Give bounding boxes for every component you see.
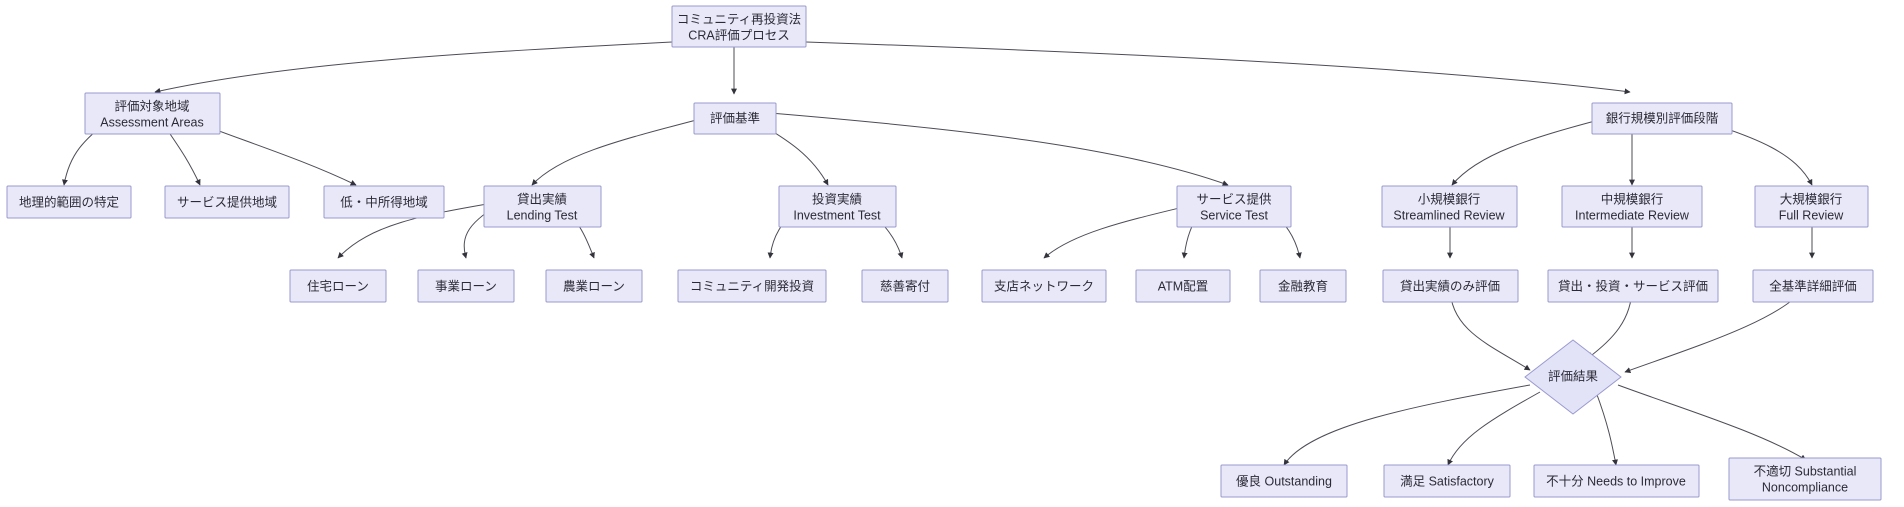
node-business-loan-line1: 事業ローン	[435, 278, 497, 293]
node-atm-placement[interactable]: ATM配置	[1135, 269, 1231, 303]
node-small-bank[interactable]: 小規模銀行 Streamlined Review	[1381, 185, 1518, 228]
node-farm-loan-line1: 農業ローン	[563, 278, 625, 293]
node-large-bank-line1: 大規模銀行	[1780, 191, 1843, 206]
edge-layer	[62, 41, 1815, 466]
node-criteria[interactable]: 評価基準	[693, 102, 777, 135]
node-root-line1: コミュニティ再投資法	[677, 11, 801, 26]
node-mid-bank-line1: 中規模銀行	[1601, 191, 1664, 206]
node-service-test[interactable]: サービス提供 Service Test	[1176, 185, 1292, 228]
node-root-line2: CRA評価プロセス	[688, 27, 789, 42]
node-large-bank-line2: Full Review	[1779, 208, 1845, 222]
node-branch-network[interactable]: 支店ネットワーク	[981, 269, 1107, 303]
node-rating-outstanding-line1: 優良 Outstanding	[1236, 473, 1332, 488]
node-atm-placement-line1: ATM配置	[1158, 279, 1208, 293]
node-large-bank[interactable]: 大規模銀行 Full Review	[1754, 185, 1869, 228]
node-service-test-line1: サービス提供	[1196, 191, 1271, 206]
node-lending-test-line2: Lending Test	[507, 208, 578, 222]
node-investment-test-line1: 投資実績	[812, 191, 862, 206]
node-layer: コミュニティ再投資法 CRA評価プロセス 評価対象地域 Assessment A…	[6, 5, 1882, 501]
node-charitable-donation[interactable]: 慈善寄付	[861, 269, 949, 303]
node-rating-satisfactory[interactable]: 満足 Satisfactory	[1383, 464, 1511, 498]
node-assessment-areas-line2: Assessment Areas	[100, 115, 204, 129]
node-small-bank-line2: Streamlined Review	[1393, 208, 1505, 222]
edge-result-noncompliance	[1617, 384, 1807, 461]
node-farm-loan[interactable]: 農業ローン	[545, 269, 643, 303]
node-community-dev-investment[interactable]: コミュニティ開発投資	[677, 269, 827, 303]
node-lending-only-eval[interactable]: 貸出実績のみ評価	[1382, 269, 1519, 303]
node-lending-test[interactable]: 貸出実績 Lending Test	[483, 185, 602, 228]
node-branch-network-line1: 支店ネットワーク	[994, 279, 1094, 293]
edge-result-needs-improve	[1595, 391, 1618, 466]
node-lmi-area-line1: 低・中所得地域	[340, 194, 428, 209]
node-lending-inv-svc-eval[interactable]: 貸出・投資・サービス評価	[1547, 269, 1719, 303]
node-root[interactable]: コミュニティ再投資法 CRA評価プロセス	[671, 5, 807, 48]
node-service-test-line2: Service Test	[1200, 208, 1268, 222]
node-rating-outstanding[interactable]: 優良 Outstanding	[1220, 464, 1348, 498]
node-geo-scope-line1: 地理的範囲の特定	[19, 194, 119, 209]
node-full-criteria-eval[interactable]: 全基準詳細評価	[1752, 269, 1874, 303]
node-lending-only-eval-line1: 貸出実績のみ評価	[1400, 278, 1500, 293]
node-assessment-areas[interactable]: 評価対象地域 Assessment Areas	[84, 92, 221, 135]
node-full-criteria-eval-line1: 全基準詳細評価	[1769, 278, 1857, 293]
node-mid-bank-line2: Intermediate Review	[1575, 208, 1690, 222]
node-investment-test[interactable]: 投資実績 Investment Test	[778, 185, 897, 228]
node-assessment-areas-line1: 評価対象地域	[114, 98, 189, 113]
node-criteria-line1: 評価基準	[710, 110, 760, 125]
node-result-decision[interactable]: 評価結果	[1524, 339, 1622, 415]
edge-service-test-branch-network	[1043, 203, 1197, 259]
node-financial-education-line1: 金融教育	[1278, 278, 1328, 293]
edge-result-satisfactory	[1447, 391, 1541, 466]
edge-bank-size-small-bank	[1451, 116, 1611, 186]
node-service-area-line1: サービス提供地域	[177, 194, 277, 209]
node-community-dev-investment-line1: コミュニティ開発投資	[690, 278, 814, 293]
node-rating-needs-improve[interactable]: 不十分 Needs to Improve	[1533, 464, 1700, 498]
node-rating-needs-improve-line1: 不十分 Needs to Improve	[1546, 474, 1686, 488]
edge-root-bank-size	[805, 41, 1631, 95]
node-bank-size-line1: 銀行規模別評価段階	[1606, 110, 1719, 125]
node-lending-inv-svc-eval-line1: 貸出・投資・サービス評価	[1558, 278, 1708, 293]
node-investment-test-line2: Investment Test	[793, 208, 881, 222]
node-geo-scope[interactable]: 地理的範囲の特定	[6, 185, 132, 219]
node-lmi-area[interactable]: 低・中所得地域	[323, 185, 445, 219]
node-small-bank-line1: 小規模銀行	[1418, 191, 1481, 206]
edge-criteria-lending-test	[531, 118, 701, 186]
node-business-loan[interactable]: 事業ローン	[417, 269, 515, 303]
node-bank-size[interactable]: 銀行規模別評価段階	[1591, 102, 1733, 135]
edge-lending-test-home-loan	[337, 199, 511, 259]
node-rating-noncompliance-line1: 不適切 Substantial	[1754, 463, 1857, 478]
node-financial-education[interactable]: 金融教育	[1259, 269, 1347, 303]
node-result-line1: 評価結果	[1548, 368, 1599, 383]
node-mid-bank[interactable]: 中規模銀行 Intermediate Review	[1561, 185, 1703, 228]
node-home-loan[interactable]: 住宅ローン	[289, 269, 387, 303]
node-rating-noncompliance[interactable]: 不適切 Substantial Noncompliance	[1728, 457, 1882, 501]
node-rating-noncompliance-line2: Noncompliance	[1762, 480, 1848, 494]
edge-result-outstanting	[1283, 384, 1531, 466]
edge-criteria-service-test	[769, 112, 1229, 186]
edge-root-assessment-areas	[154, 41, 673, 94]
node-lending-test-line1: 貸出実績	[517, 191, 567, 206]
node-home-loan-line1: 住宅ローン	[307, 278, 369, 293]
node-charitable-donation-line1: 慈善寄付	[880, 278, 930, 293]
node-service-area[interactable]: サービス提供地域	[164, 185, 290, 219]
node-rating-satisfactory-line1: 満足 Satisfactory	[1400, 474, 1495, 488]
